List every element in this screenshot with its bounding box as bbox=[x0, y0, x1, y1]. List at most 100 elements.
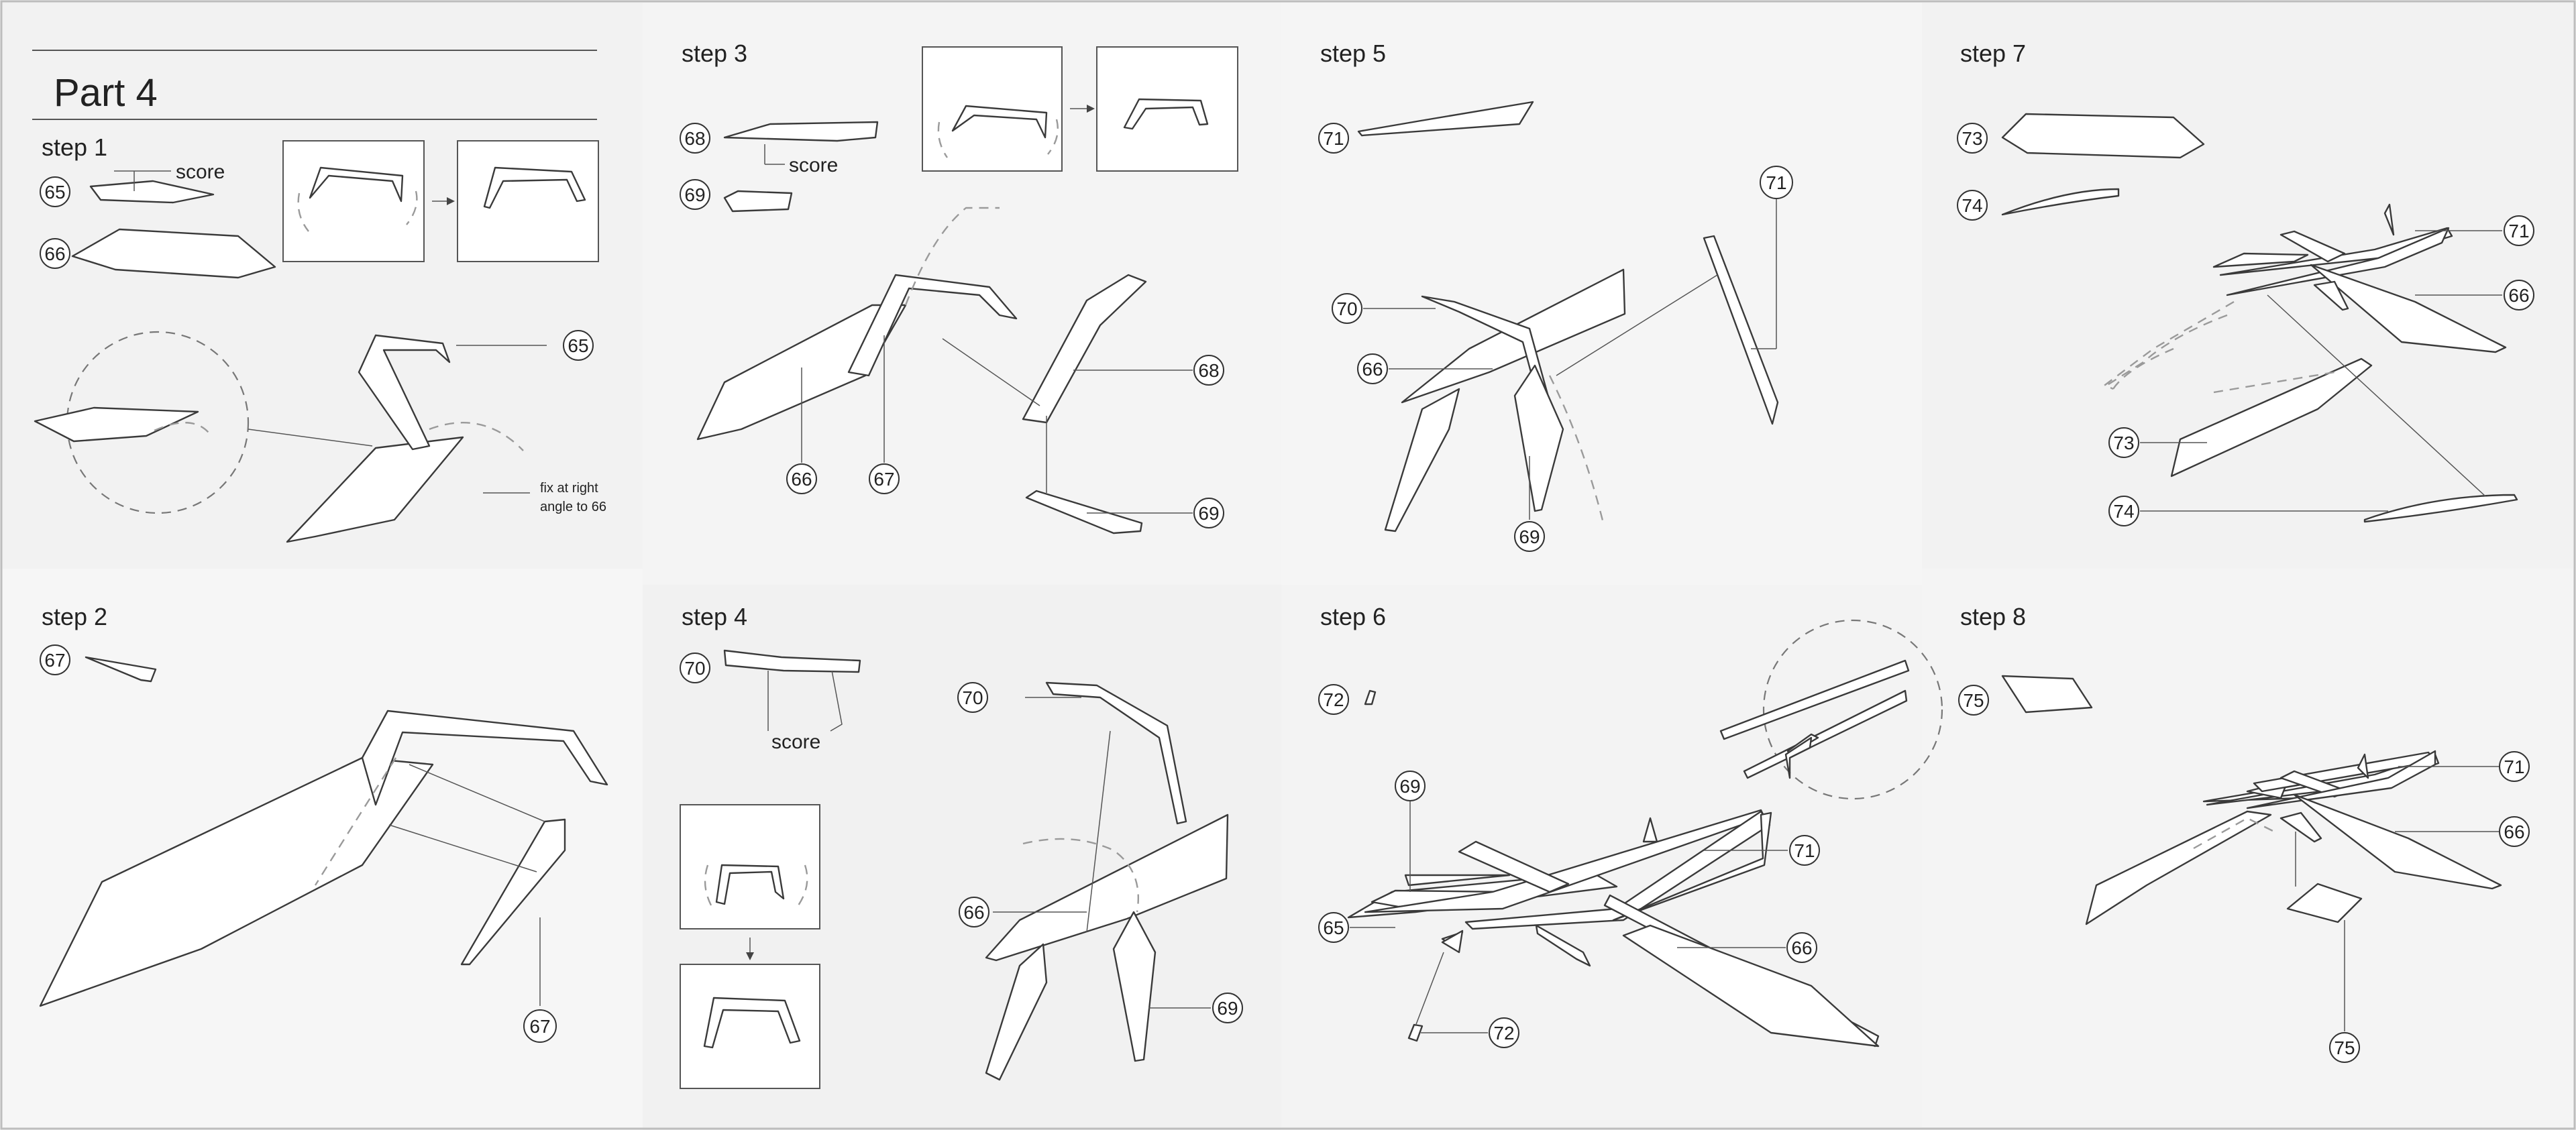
assembly-part-66 bbox=[2310, 264, 2507, 353]
callout-67 bbox=[869, 463, 900, 494]
fold-arrow-left bbox=[297, 192, 309, 232]
callout-66 bbox=[2504, 280, 2534, 310]
callout-74-list bbox=[1957, 190, 1988, 221]
callout-69 bbox=[1193, 498, 1224, 528]
fix-note-line-2: angle to 66 bbox=[540, 500, 606, 514]
assembly-part-71 bbox=[1612, 811, 1772, 921]
assembly-part-66 bbox=[286, 436, 464, 543]
callout-70 bbox=[957, 682, 988, 713]
assembly-fin-b bbox=[1642, 817, 1658, 843]
assembly-part-72-mount bbox=[1441, 929, 1464, 954]
step-7-label: step 7 bbox=[1960, 40, 2026, 67]
callout-73 bbox=[2108, 427, 2139, 458]
callout-65 bbox=[563, 330, 594, 361]
assembly-part-72 bbox=[1407, 1023, 1424, 1042]
step-5-label: step 5 bbox=[1320, 40, 1386, 67]
callout-75-list-text: 75 bbox=[1963, 690, 1984, 711]
callout-73-text: 73 bbox=[2113, 433, 2134, 453]
callout-70-list-text: 70 bbox=[684, 658, 705, 679]
fold-after-shape bbox=[483, 166, 586, 209]
part-74-piece bbox=[2001, 188, 2120, 216]
part-73-piece bbox=[2001, 113, 2205, 159]
callout-66 bbox=[786, 463, 817, 494]
step-1-assembly: 65 fix at right angle to 66 bbox=[34, 330, 606, 543]
part-71-piece bbox=[1357, 101, 1534, 137]
assembly-guide-72 bbox=[1415, 952, 1444, 1027]
detail-zoom-circle bbox=[66, 331, 250, 514]
detail-ghost-line bbox=[154, 422, 212, 437]
assembly-guide-71 bbox=[1556, 274, 1718, 376]
fold-arrow-right bbox=[1047, 119, 1059, 155]
callout-69 bbox=[1212, 993, 1243, 1023]
callout-71-list-text: 71 bbox=[1323, 128, 1344, 149]
callout-66-text: 66 bbox=[2508, 285, 2529, 306]
score-leader-70b bbox=[830, 670, 843, 732]
panel-step-1 bbox=[0, 0, 643, 569]
callout-74-text: 74 bbox=[2113, 501, 2134, 522]
fold-inset-after bbox=[1096, 46, 1238, 172]
callout-75-list bbox=[1958, 685, 1989, 716]
step-5-assembly: 71 70 66 69 bbox=[1332, 166, 1793, 552]
step-6-label: step 6 bbox=[1320, 603, 1386, 630]
assembly-fin-b bbox=[2357, 753, 2369, 779]
callout-72 bbox=[1489, 1017, 1519, 1048]
assembly-part-71 bbox=[2246, 750, 2436, 809]
callout-67-text: 67 bbox=[873, 469, 894, 490]
step-7-assembly: 71 66 73 74 bbox=[2099, 203, 2534, 526]
assembly-part-69-left bbox=[1384, 388, 1460, 532]
callout-75-text: 75 bbox=[2334, 1037, 2355, 1058]
assembly-part-69-a bbox=[1535, 924, 1591, 967]
fold-before-shape bbox=[951, 105, 1048, 139]
step-8-label: step 8 bbox=[1960, 603, 2026, 630]
assembly-guide bbox=[942, 338, 1040, 406]
callout-71-list bbox=[1318, 123, 1349, 154]
part-66-piece bbox=[71, 228, 276, 279]
callout-66 bbox=[2499, 816, 2530, 847]
callout-69-list bbox=[680, 179, 710, 210]
detail-zoom-circle bbox=[1762, 619, 1943, 800]
assembly-part-67 bbox=[460, 818, 566, 966]
step-8-assembly: 71 66 75 bbox=[2085, 750, 2530, 1063]
assembly-part-69-right bbox=[1513, 364, 1564, 512]
step-5-parts-list: 71 bbox=[1318, 101, 1534, 154]
part-65-piece bbox=[89, 180, 215, 204]
callout-71 bbox=[1789, 835, 1820, 866]
assembly-part-66 bbox=[2293, 793, 2502, 890]
callout-66-text: 66 bbox=[1791, 938, 1812, 958]
callout-65-text: 65 bbox=[568, 335, 588, 356]
callout-66-text: 66 bbox=[1362, 359, 1383, 380]
part-72-piece bbox=[1364, 689, 1377, 705]
detail-leader bbox=[248, 429, 373, 447]
assembly-part-65 bbox=[361, 710, 608, 806]
callout-69-text: 69 bbox=[1399, 776, 1420, 797]
assembly-guide-74 bbox=[2267, 294, 2486, 497]
callout-71-text: 71 bbox=[1766, 172, 1786, 193]
assembly-part-69 bbox=[1025, 490, 1143, 534]
assembly-leg-a bbox=[2279, 811, 2322, 843]
score-label-step4: score bbox=[771, 731, 820, 753]
callout-72-list-text: 72 bbox=[1323, 689, 1344, 710]
ghost-part bbox=[2193, 817, 2275, 850]
arrow-head-icon bbox=[1087, 105, 1095, 113]
fold-before-shape bbox=[309, 166, 404, 203]
assembly-fin-a bbox=[1458, 840, 1570, 893]
callout-66-text: 66 bbox=[2504, 822, 2524, 842]
step-3-fold-inset bbox=[922, 46, 1238, 172]
step-3-label: step 3 bbox=[682, 40, 747, 67]
callout-72-text: 72 bbox=[1493, 1023, 1514, 1043]
callout-72-list bbox=[1318, 684, 1349, 715]
ghost-wing-c bbox=[2099, 300, 2235, 390]
ghost-wing-b bbox=[2112, 347, 2174, 390]
callout-66 bbox=[959, 897, 989, 927]
callout-65 bbox=[1318, 912, 1349, 943]
step-6-assembly: 69 65 71 66 72 bbox=[1318, 771, 1880, 1048]
assembly-fin-a bbox=[2279, 230, 2346, 263]
step-1-parts-list: score 65 66 bbox=[40, 161, 276, 279]
page-title: Part 4 bbox=[54, 71, 158, 115]
part-67-piece bbox=[85, 656, 157, 683]
callout-66-list-text: 66 bbox=[44, 243, 65, 264]
fold-before-shape bbox=[715, 864, 785, 905]
callout-68 bbox=[1193, 355, 1224, 386]
callout-70-list bbox=[680, 653, 710, 683]
